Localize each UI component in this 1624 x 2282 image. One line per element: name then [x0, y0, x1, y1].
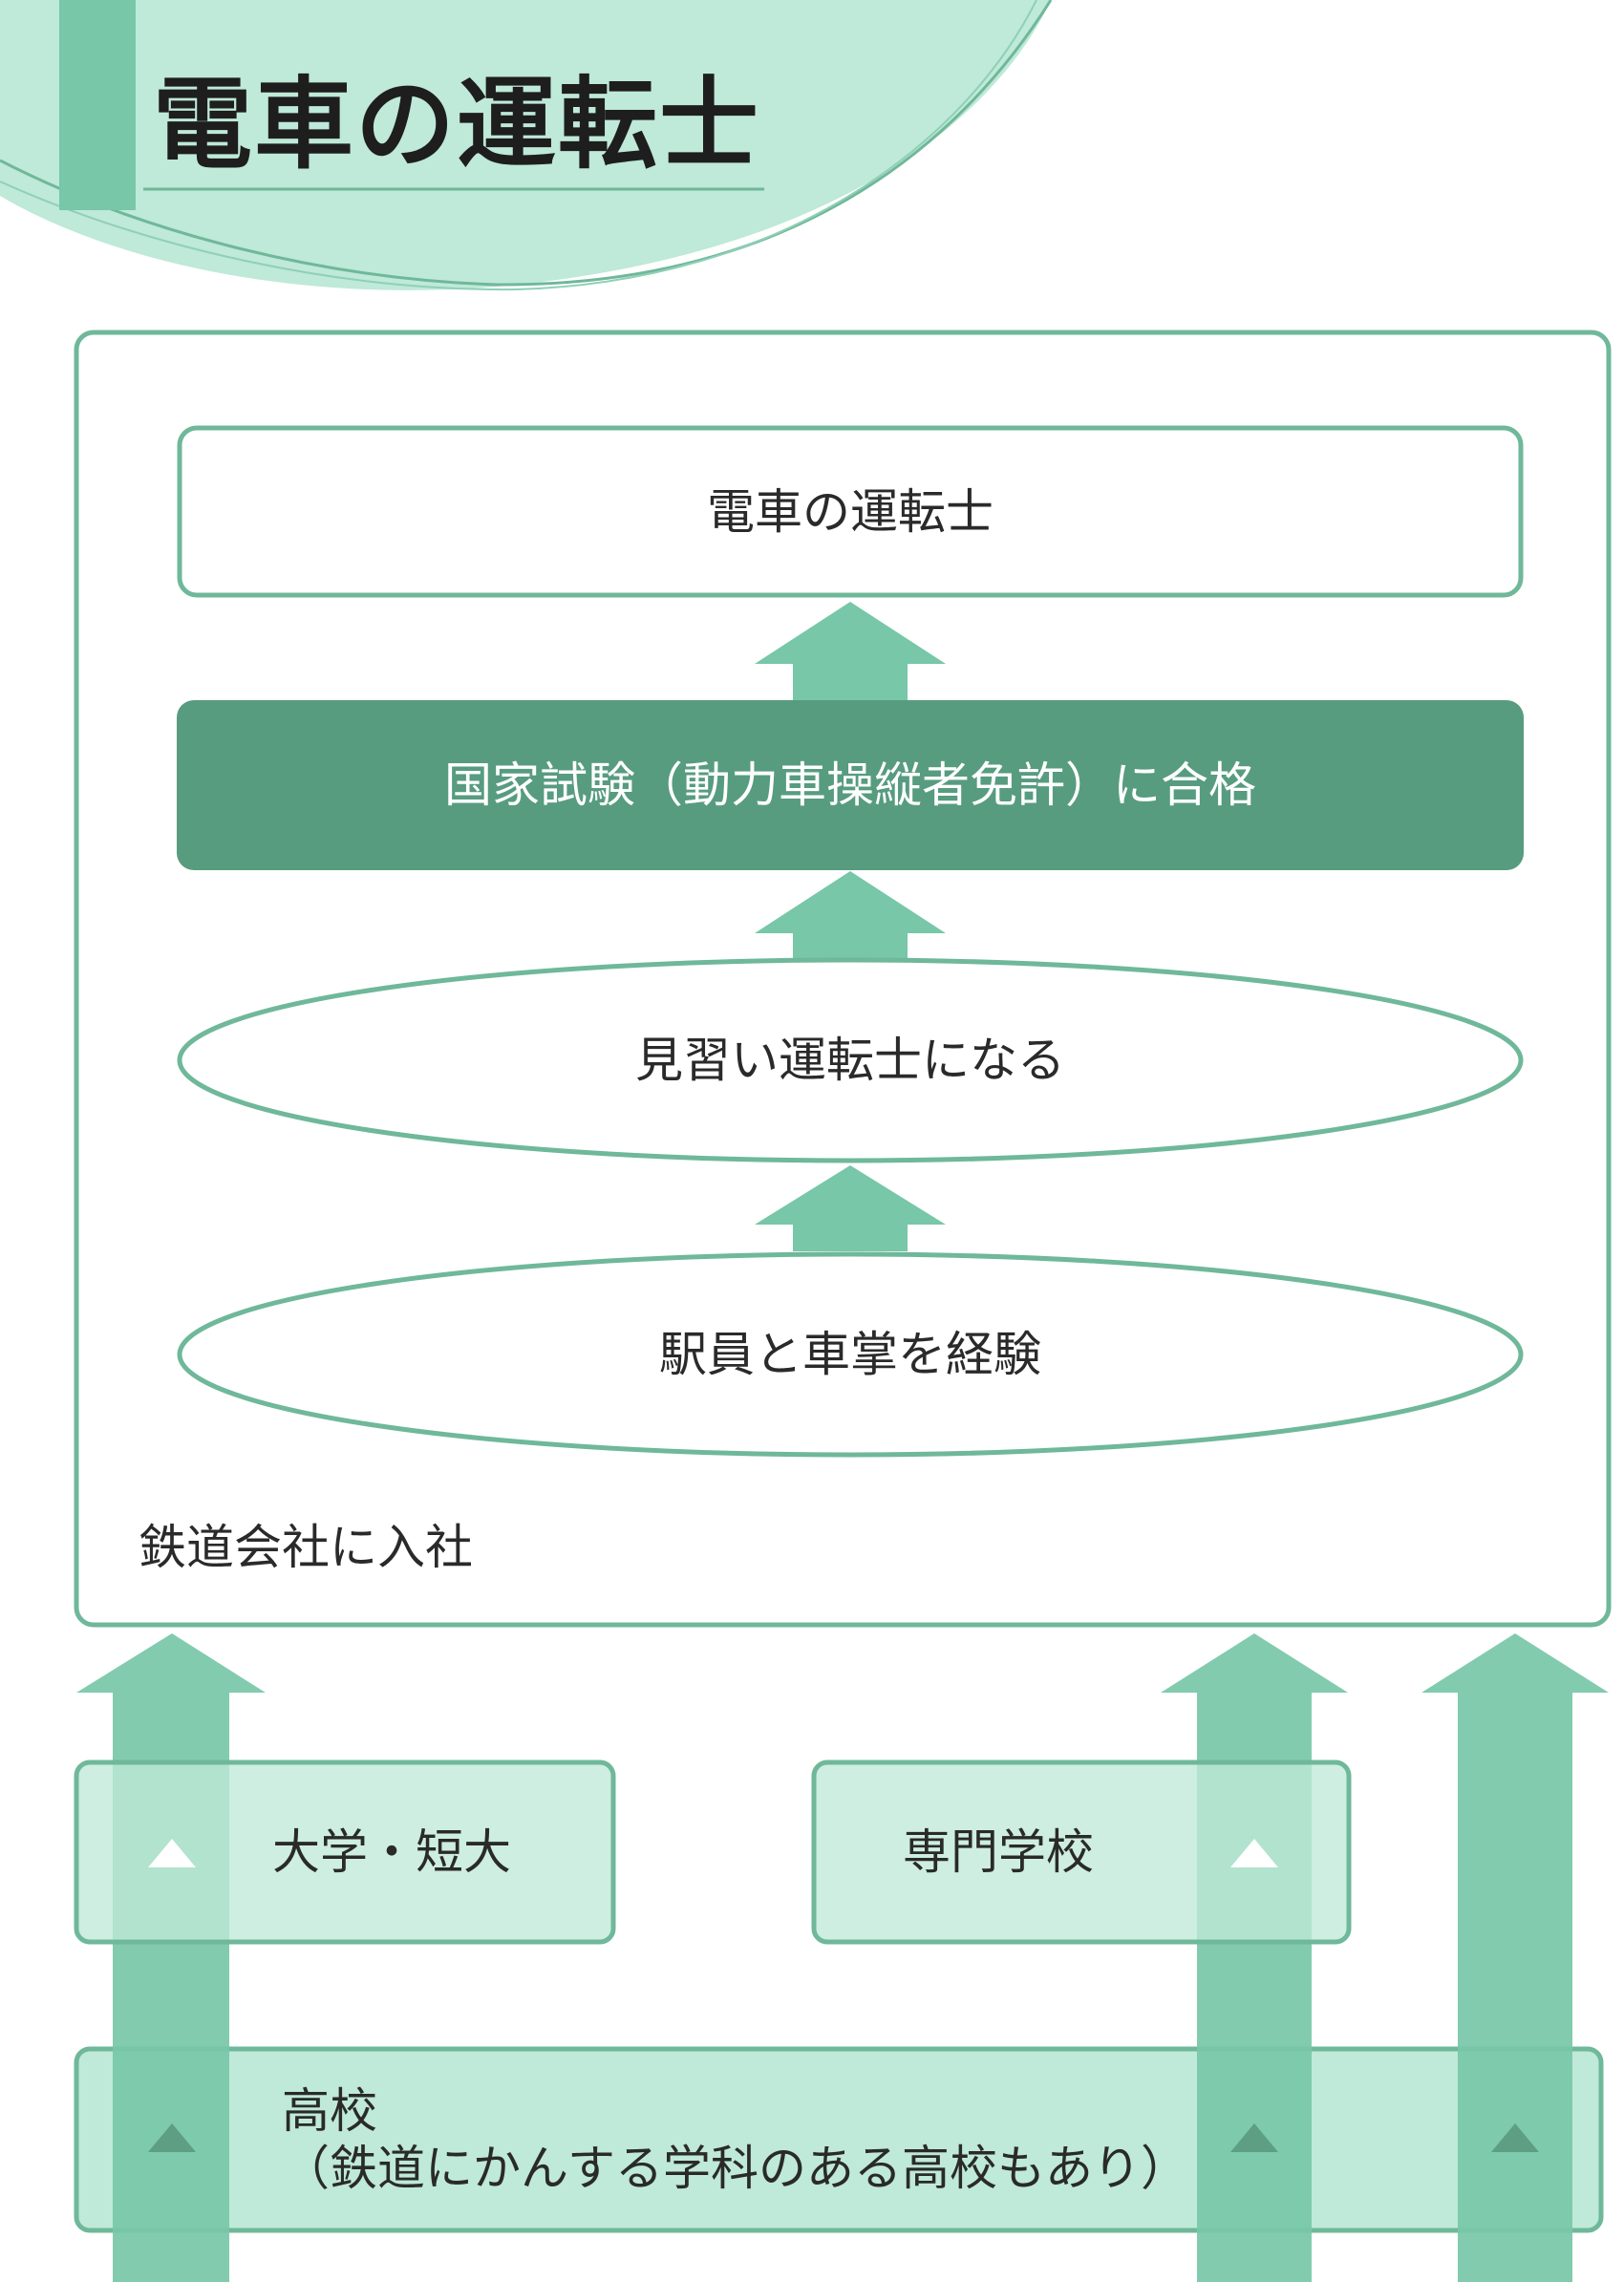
triangle-up-icon	[148, 1839, 196, 1867]
trainee-label: 見習い運転士になる	[635, 1033, 1065, 1088]
triangle-up-icon	[1491, 2123, 1539, 2152]
triangle-up-icon	[148, 2123, 196, 2152]
header-swoosh-stroke	[0, 0, 1053, 287]
arrow-up-3	[755, 1165, 946, 1251]
university-label: 大学・短大	[272, 1824, 511, 1880]
triangle-markers	[148, 1839, 1539, 2152]
university-box	[74, 1759, 616, 1945]
goal-label: 電車の運転士	[707, 483, 994, 540]
goal-box	[177, 425, 1524, 598]
exam-box	[177, 700, 1524, 870]
triangle-up-icon	[1230, 1839, 1278, 1867]
high-school-text: 高校 （鉄道にかんする学科のある高校もあり）	[282, 2054, 1237, 2226]
arrow-up-1	[755, 602, 946, 700]
experience-ellipse	[177, 1251, 1524, 1458]
triangle-up-icon	[1230, 2123, 1278, 2152]
vocational-box	[811, 1759, 1352, 1945]
header-accent-bar	[59, 0, 136, 210]
high-school-label: 高校	[282, 2083, 377, 2139]
arrow-right	[1421, 1633, 1609, 2282]
step-arrows	[755, 602, 946, 1251]
join-company-label: 鉄道会社に入社	[139, 1520, 473, 1575]
vocational-label: 専門学校	[903, 1824, 1094, 1880]
header-swoosh	[0, 0, 1051, 290]
exam-label: 国家試験（動力車操縦者免許）に合格	[444, 757, 1256, 813]
trainee-ellipse	[177, 957, 1524, 1163]
page-title: 電車の運転士	[153, 65, 761, 182]
experience-label: 駅員と車掌を経験	[659, 1327, 1041, 1382]
high-school-note: （鉄道にかんする学科のある高校もあり）	[282, 2141, 1188, 2196]
arrow-up-2	[755, 871, 946, 960]
